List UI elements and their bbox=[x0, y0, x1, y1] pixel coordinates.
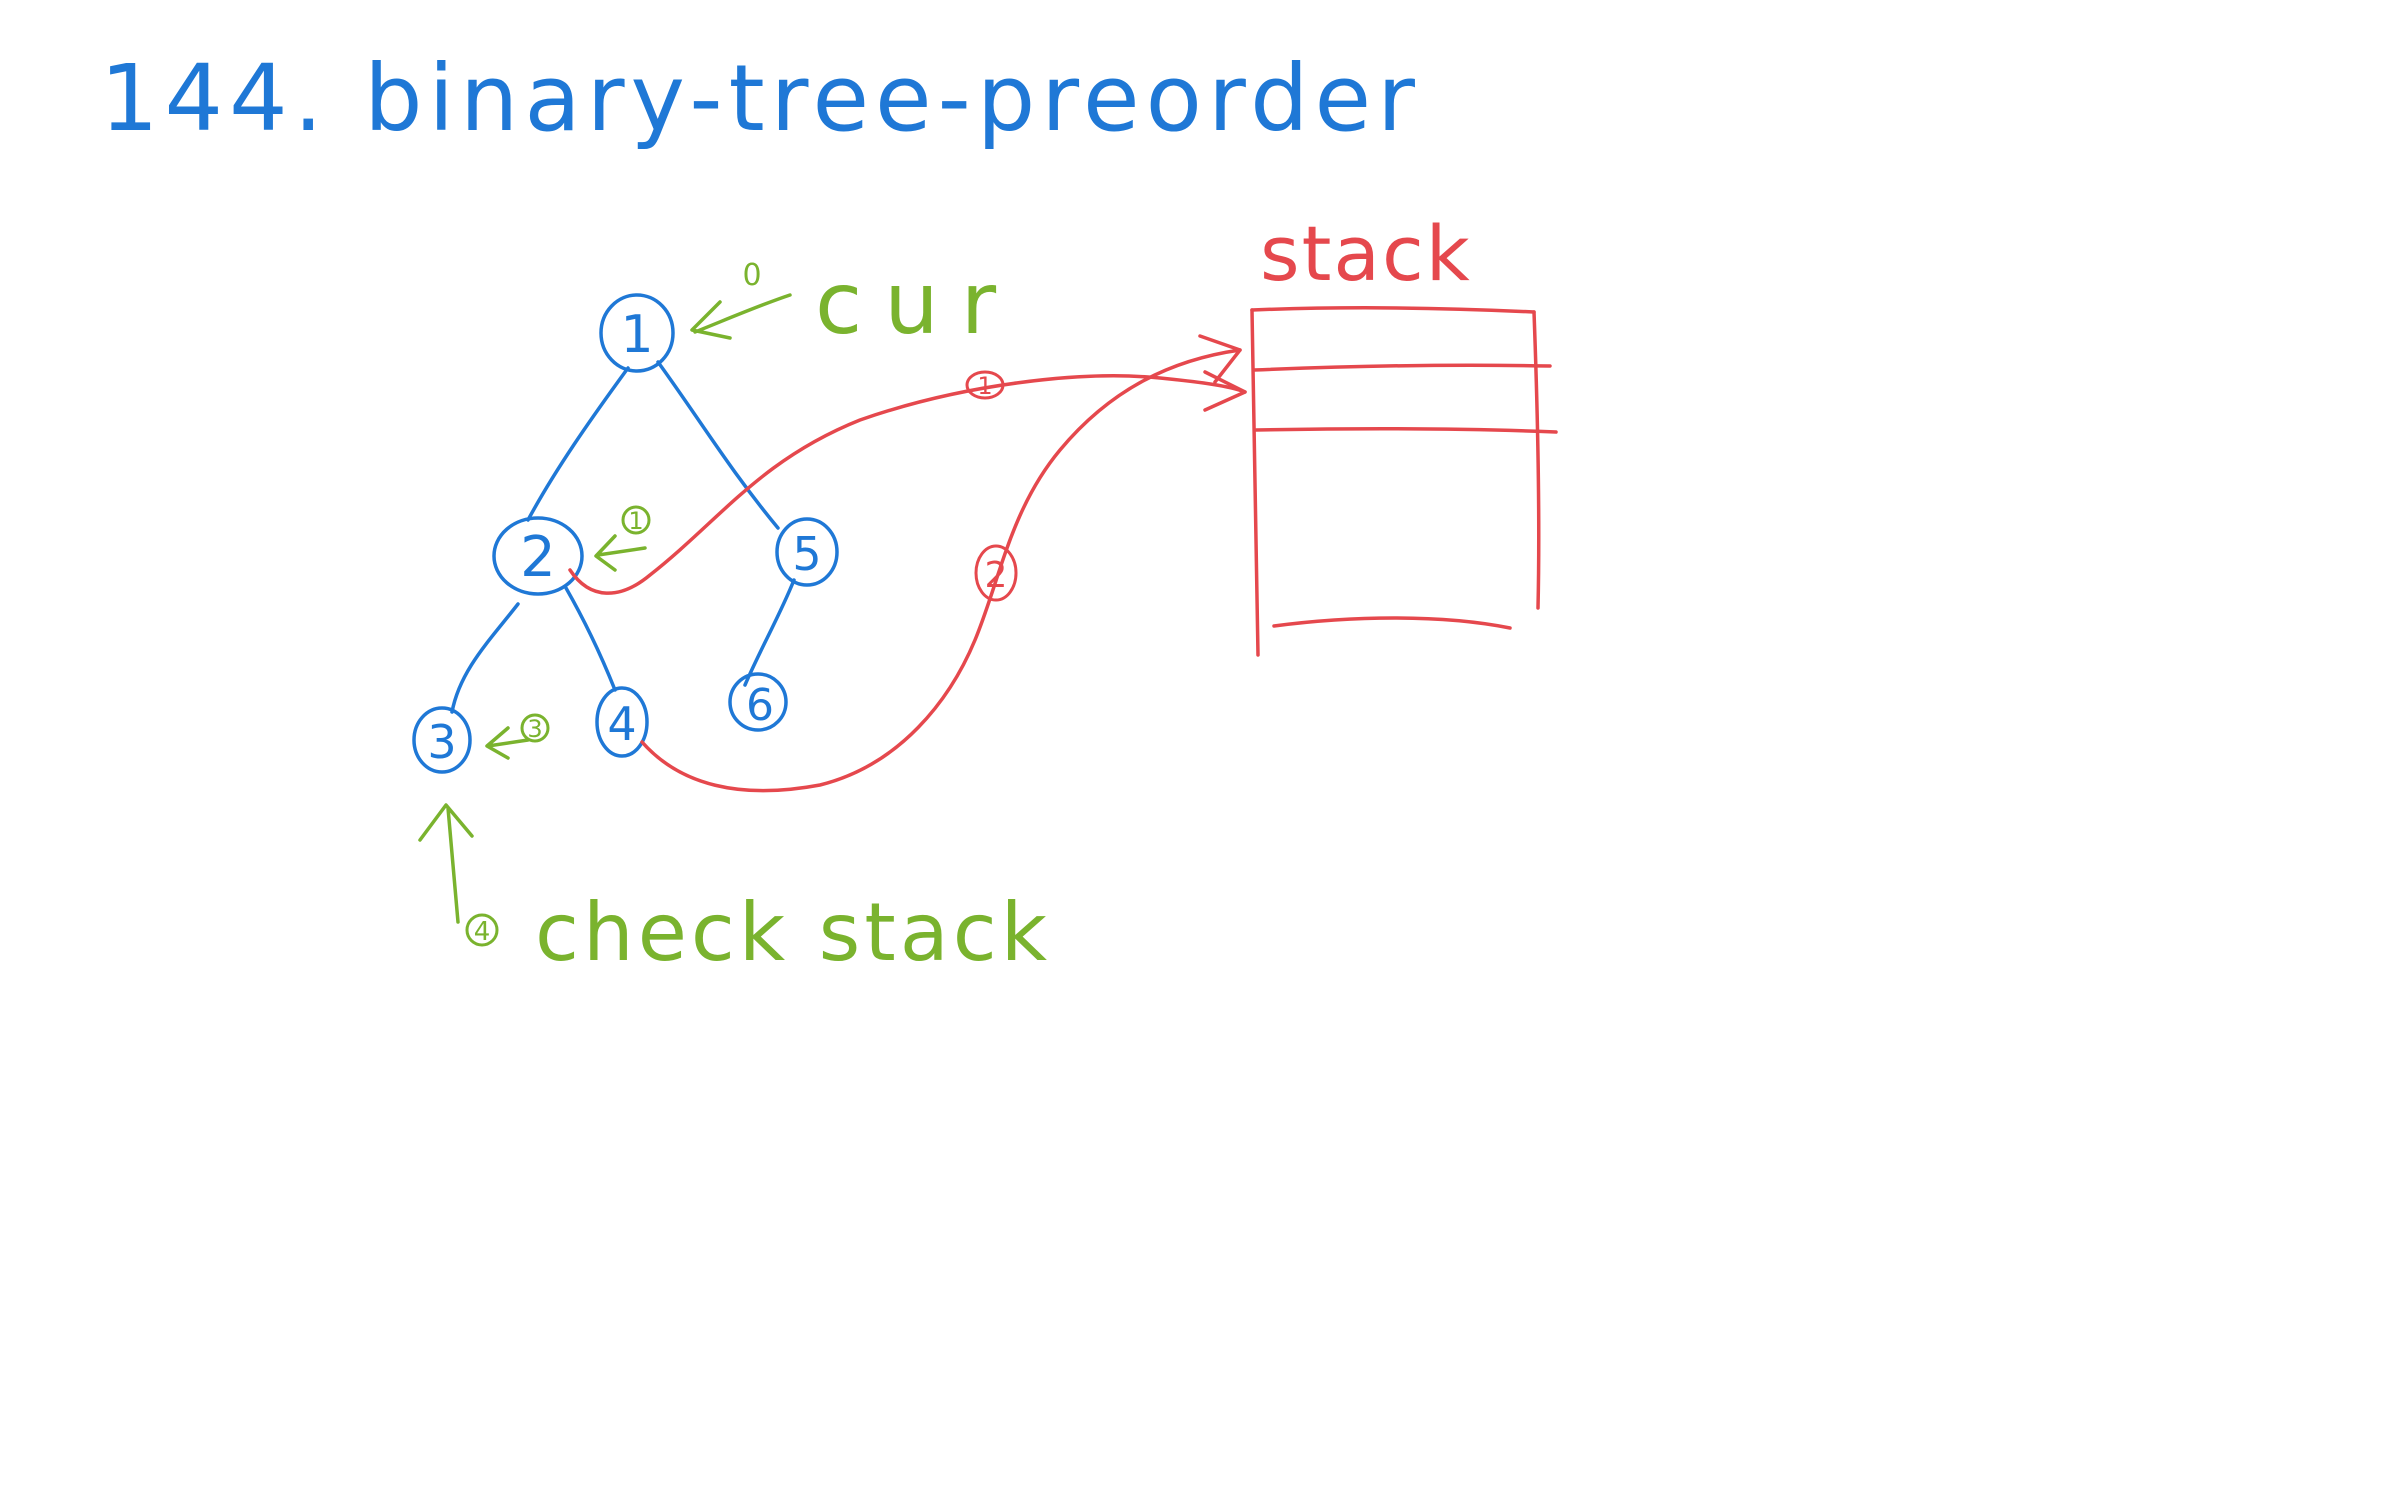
tree-node-5-label: 5 bbox=[792, 527, 821, 581]
check-stack-step-number: 4 bbox=[474, 917, 491, 947]
check-stack-arrow bbox=[418, 803, 474, 924]
page-title: 144. binary-tree-preorder bbox=[100, 45, 1421, 152]
tree-node-1: 1 bbox=[599, 293, 675, 373]
check-stack-annotation: 4 check stack bbox=[418, 803, 1051, 979]
stack-slot-divider-1 bbox=[1252, 363, 1552, 372]
stack-bottom-edge bbox=[1272, 616, 1512, 630]
tree-node-6: 6 bbox=[728, 672, 788, 732]
cur-step-number: 0 bbox=[742, 258, 761, 293]
push-step2-marker: 2 bbox=[974, 544, 1018, 602]
tree-edges bbox=[450, 360, 796, 714]
push-step1-marker: 1 bbox=[965, 370, 1005, 400]
tree-node-1-label: 1 bbox=[620, 305, 653, 365]
step3-marker: 3 bbox=[485, 713, 550, 760]
edge-1-5 bbox=[656, 360, 780, 530]
stack-right-edge bbox=[1532, 310, 1541, 610]
tree-node-2: 2 bbox=[492, 516, 584, 596]
push-arrowhead-2 bbox=[1198, 334, 1242, 384]
cur-label: cur bbox=[815, 254, 1018, 354]
edge-1-2 bbox=[526, 366, 630, 522]
stack-top-edge bbox=[1250, 306, 1536, 314]
push-curve-node2 bbox=[568, 374, 1247, 595]
tree-node-3-label: 3 bbox=[427, 715, 456, 769]
tree-node-2-label: 2 bbox=[520, 525, 556, 590]
tree-node-5: 5 bbox=[775, 517, 839, 587]
push-curve-node4 bbox=[640, 348, 1242, 793]
stack-slot-divider-2 bbox=[1254, 426, 1558, 434]
edge-2-3 bbox=[450, 602, 520, 714]
step1-number: 1 bbox=[628, 507, 643, 535]
stack-box bbox=[1250, 306, 1558, 657]
tree-node-6-label: 6 bbox=[746, 680, 774, 731]
push-step-markers: 1 2 bbox=[965, 370, 1018, 602]
edge-2-4 bbox=[564, 586, 617, 692]
cur-arrow bbox=[690, 293, 792, 340]
step1-arrow bbox=[594, 534, 647, 572]
tree-nodes: 1 2 3 4 5 6 bbox=[412, 293, 839, 774]
push-step2-number: 2 bbox=[985, 555, 1008, 596]
stack-left-edge bbox=[1250, 308, 1260, 657]
tree-node-4-label: 4 bbox=[607, 697, 636, 751]
push-step1-number: 1 bbox=[977, 372, 992, 400]
check-stack-label: check stack bbox=[535, 886, 1051, 979]
stack-label: stack bbox=[1260, 209, 1472, 298]
edge-5-6 bbox=[743, 578, 796, 687]
stack: stack bbox=[1250, 209, 1558, 657]
tree-node-4: 4 bbox=[595, 686, 649, 758]
tree-node-3: 3 bbox=[412, 706, 472, 774]
step3-arrow bbox=[485, 726, 530, 760]
step3-number: 3 bbox=[527, 715, 542, 743]
push-curves bbox=[568, 334, 1247, 793]
cur-pointer: 0 cur bbox=[690, 254, 1018, 354]
step1-marker: 1 bbox=[594, 505, 651, 572]
